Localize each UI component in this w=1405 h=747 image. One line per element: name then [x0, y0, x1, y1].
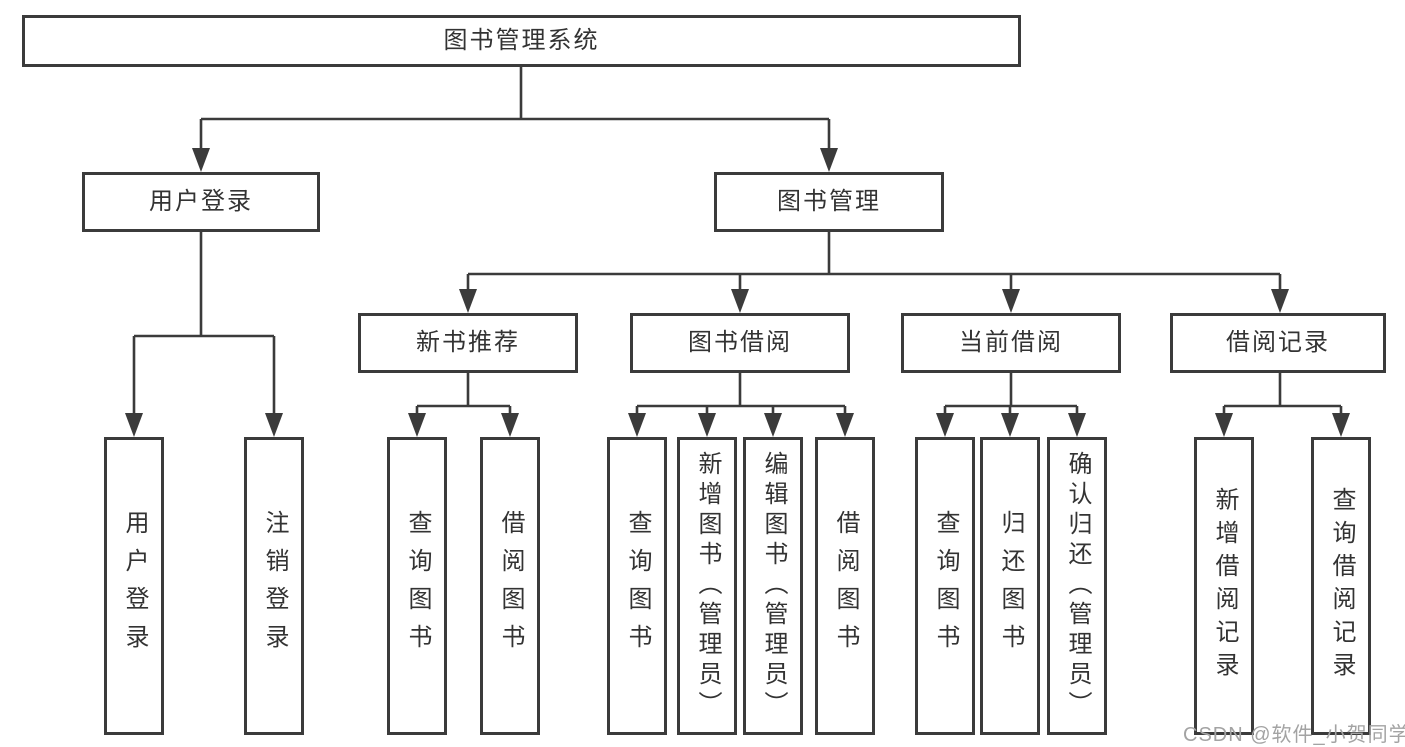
leaf-return-book: 归还图书 — [980, 437, 1040, 735]
leaf-query-books-recommend: 查询图书 — [387, 437, 447, 735]
node-label: 用户登录 — [149, 188, 253, 215]
node-label: 归还图书 — [997, 510, 1024, 662]
node-label: 当前借阅 — [959, 329, 1063, 356]
leaf-query-books-current: 查询图书 — [915, 437, 975, 735]
leaf-confirm-return-admin: 确认归还（管理员） — [1047, 437, 1107, 735]
node-label: 借阅图书 — [497, 510, 524, 662]
leaf-add-book-admin: 新增图书（管理员） — [677, 437, 737, 735]
node-label: 新增图书（管理员） — [694, 451, 721, 721]
node-library-management-system: 图书管理系统 — [22, 15, 1021, 67]
node-label: 注销登录 — [261, 510, 288, 662]
node-label: 借阅图书 — [832, 510, 859, 662]
node-label: 图书借阅 — [688, 329, 792, 356]
node-label: 查询图书 — [624, 510, 651, 662]
node-label: 确认归还（管理员） — [1064, 451, 1091, 721]
node-label: 用户登录 — [121, 510, 148, 662]
leaf-borrow-books-borrowing: 借阅图书 — [815, 437, 875, 735]
node-book-management: 图书管理 — [714, 172, 944, 232]
node-current-borrowing: 当前借阅 — [901, 313, 1121, 373]
leaf-query-books-borrowing: 查询图书 — [607, 437, 667, 735]
node-label: 借阅记录 — [1226, 329, 1330, 356]
node-label: 查询图书 — [932, 510, 959, 662]
node-label: 新增借阅记录 — [1211, 487, 1238, 685]
leaf-add-borrow-record: 新增借阅记录 — [1194, 437, 1254, 735]
leaf-user-login: 用户登录 — [104, 437, 164, 735]
leaf-edit-book-admin: 编辑图书（管理员） — [743, 437, 803, 735]
node-label: 查询借阅记录 — [1328, 487, 1355, 685]
node-borrowing-records: 借阅记录 — [1170, 313, 1386, 373]
node-user-login: 用户登录 — [82, 172, 320, 232]
leaf-borrow-books-recommend: 借阅图书 — [480, 437, 540, 735]
leaf-query-borrow-record: 查询借阅记录 — [1311, 437, 1371, 735]
node-label: 新书推荐 — [416, 329, 520, 356]
csdn-watermark: CSDN @软件_小贺同学 — [1183, 724, 1405, 746]
node-label: 图书管理系统 — [443, 27, 600, 54]
leaf-logout: 注销登录 — [244, 437, 304, 735]
node-book-borrowing: 图书借阅 — [630, 313, 850, 373]
node-label: 查询图书 — [404, 510, 431, 662]
node-label: 编辑图书（管理员） — [760, 451, 787, 721]
node-label: 图书管理 — [777, 188, 881, 215]
node-new-book-recommendation: 新书推荐 — [358, 313, 578, 373]
